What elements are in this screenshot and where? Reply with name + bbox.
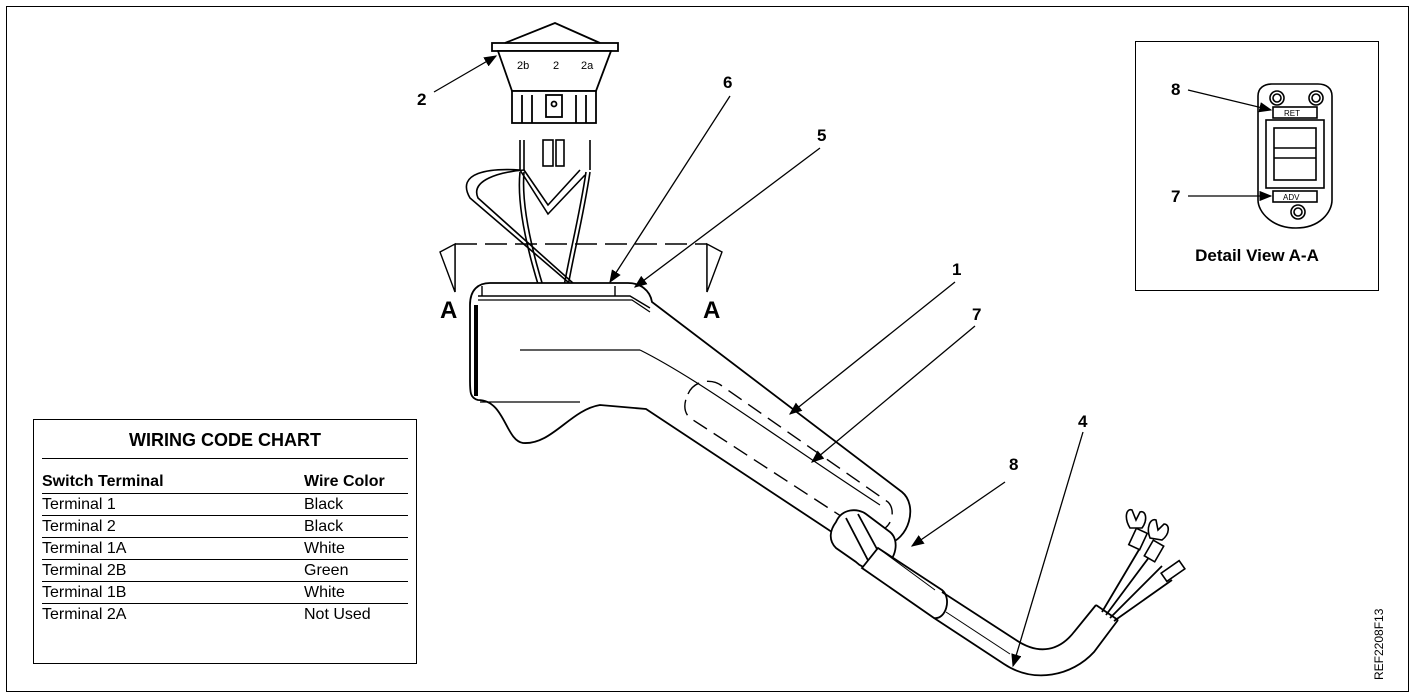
cell-color: White (304, 584, 345, 601)
callout-8: 8 (1009, 455, 1018, 474)
callout-1: 1 (952, 260, 961, 279)
callout-7: 7 (972, 305, 981, 324)
cell-terminal: Terminal 2A (42, 606, 127, 623)
table-row: Terminal 1A White (42, 538, 408, 560)
rocker-switch (491, 22, 619, 124)
cell-color: Not Used (304, 606, 371, 623)
reference-code: REF2208F13 (1372, 608, 1386, 680)
terminal-label-2a: 2a (581, 60, 594, 72)
cell-color: Black (304, 496, 344, 513)
cell-terminal: Terminal 2B (42, 562, 127, 579)
callout-2: 2 (417, 90, 426, 109)
table-row: Terminal 2A Not Used (42, 604, 408, 625)
detail-view-box: Detail View A-A (1135, 41, 1379, 291)
power-cord (933, 547, 1173, 677)
table-row: Terminal 2 Black (42, 516, 408, 538)
table-row: Terminal 2B Green (42, 560, 408, 582)
callout-4: 4 (1078, 412, 1088, 431)
chart-title: WIRING CODE CHART (42, 420, 408, 459)
figure-frame (6, 6, 1409, 692)
cell-terminal: Terminal 2 (42, 518, 116, 535)
chart-header-row: Switch Terminal Wire Color (42, 473, 408, 494)
section-label-right: A (703, 297, 720, 324)
cell-terminal: Terminal 1B (42, 584, 127, 601)
cell-color: White (304, 540, 345, 557)
callout-5: 5 (817, 126, 826, 145)
cable-sheath (860, 546, 948, 619)
handle-body (469, 282, 912, 549)
terminal-label-2: 2 (553, 60, 559, 72)
header-wire-color: Wire Color (304, 473, 385, 490)
cell-terminal: Terminal 1 (42, 496, 116, 513)
terminal-label-2b: 2b (517, 60, 529, 72)
cell-color: Black (304, 518, 344, 535)
section-label-left: A (440, 297, 457, 324)
header-switch-terminal: Switch Terminal (42, 473, 164, 490)
table-row: Terminal 1B White (42, 582, 408, 604)
table-row: Terminal 1 Black (42, 494, 408, 516)
cell-terminal: Terminal 1A (42, 540, 127, 557)
wiring-code-chart: WIRING CODE CHART Switch Terminal Wire C… (33, 419, 417, 664)
cell-color: Green (304, 562, 349, 579)
callout-6: 6 (723, 73, 732, 92)
detail-view-caption: Detail View A-A (1195, 246, 1319, 265)
section-line-a-a (439, 242, 723, 293)
wire-terminals (1125, 508, 1186, 583)
callout-leaders (433, 55, 1084, 668)
